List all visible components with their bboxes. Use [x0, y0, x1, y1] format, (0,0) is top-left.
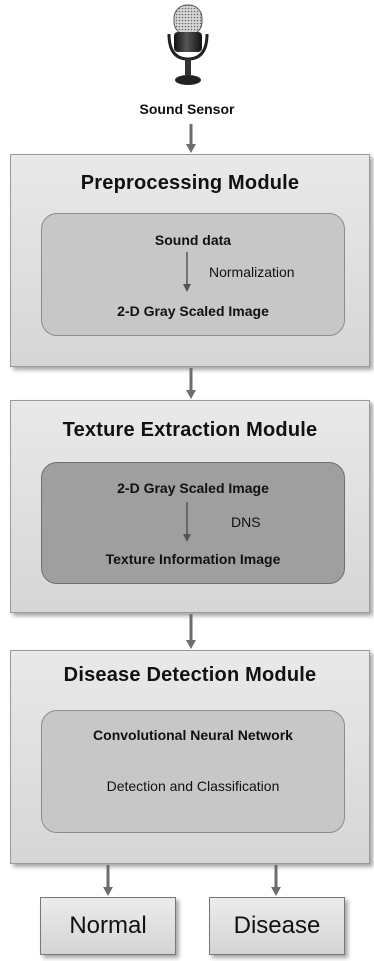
arrow-texture-to-detection — [186, 614, 196, 649]
cnn-label: Convolutional Neural Network — [93, 727, 293, 743]
preprocessing-inner-box: Sound data Normalization 2-D Gray Scaled… — [41, 213, 345, 336]
normal-output-box: Normal — [40, 897, 176, 955]
disease-module-title: Disease Detection Module — [63, 664, 317, 686]
cnn-inner-box: Convolutional Neural Network Detection a… — [41, 710, 345, 833]
arrow-detection-to-normal — [103, 865, 113, 896]
sound-sensor-label: Sound Sensor — [139, 101, 235, 117]
arrow-gray-to-texture — [183, 502, 191, 542]
arrow-detection-to-disease — [271, 865, 281, 896]
microphone-icon — [163, 4, 213, 90]
arrow-sensor-to-preprocessing — [186, 124, 196, 153]
disease-output-box: Disease — [209, 897, 345, 955]
preprocessing-module-title: Preprocessing Module — [80, 172, 300, 194]
gray-image-input-label: 2-D Gray Scaled Image — [117, 480, 269, 496]
arrow-sound-to-gray — [183, 252, 191, 292]
detection-classification-label: Detection and Classification — [106, 778, 280, 794]
texture-extraction-module: Texture Extraction Module 2-D Gray Scale… — [10, 400, 370, 613]
texture-image-label: Texture Information Image — [105, 551, 281, 567]
sound-data-label: Sound data — [154, 232, 232, 248]
disease-detection-module: Disease Detection Module Convolutional N… — [10, 650, 370, 864]
preprocessing-module: Preprocessing Module Sound data Normaliz… — [10, 154, 370, 367]
dns-label: DNS — [231, 514, 261, 530]
texture-module-title: Texture Extraction Module — [62, 419, 318, 441]
gray-image-label: 2-D Gray Scaled Image — [117, 303, 269, 319]
texture-inner-box: 2-D Gray Scaled Image DNS Texture Inform… — [41, 462, 345, 584]
normalization-label: Normalization — [209, 264, 295, 280]
arrow-preprocessing-to-texture — [186, 368, 196, 399]
